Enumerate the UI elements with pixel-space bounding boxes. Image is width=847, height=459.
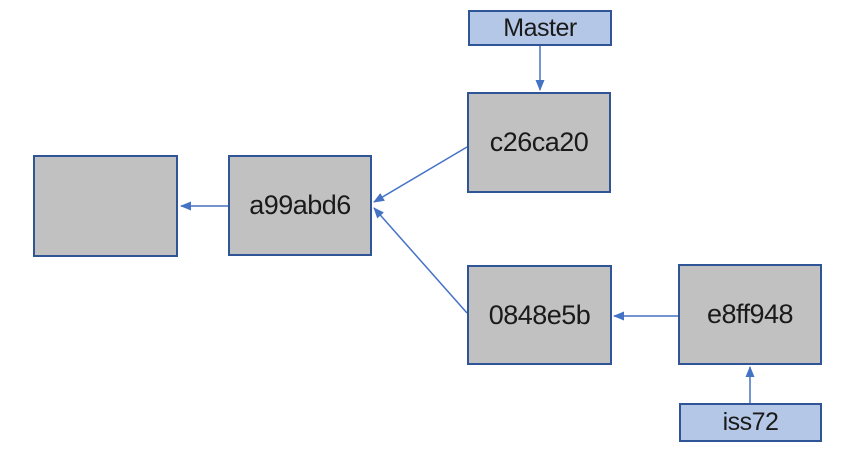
commit-label: e8ff948 <box>706 299 794 329</box>
edge-0848e5b-a99abd6 <box>373 207 468 314</box>
commit-label: 0848e5b <box>488 299 591 330</box>
branch-label: iss72 <box>722 408 779 436</box>
commit-node-root-empty <box>33 155 178 257</box>
commit-node-0848e5b: 0848e5b <box>467 265 612 365</box>
commit-label: a99abd6 <box>249 190 351 220</box>
edge-c26ca20-a99abd6 <box>373 146 468 203</box>
branch-label: Master <box>503 13 577 42</box>
commit-label: c26ca20 <box>489 127 589 157</box>
commit-node-e8ff948: e8ff948 <box>678 264 822 365</box>
branch-node-iss72: iss72 <box>679 403 822 442</box>
commit-node-c26ca20: c26ca20 <box>467 92 611 193</box>
branch-node-master: Master <box>468 10 612 46</box>
commit-node-a99abd6: a99abd6 <box>228 155 372 256</box>
